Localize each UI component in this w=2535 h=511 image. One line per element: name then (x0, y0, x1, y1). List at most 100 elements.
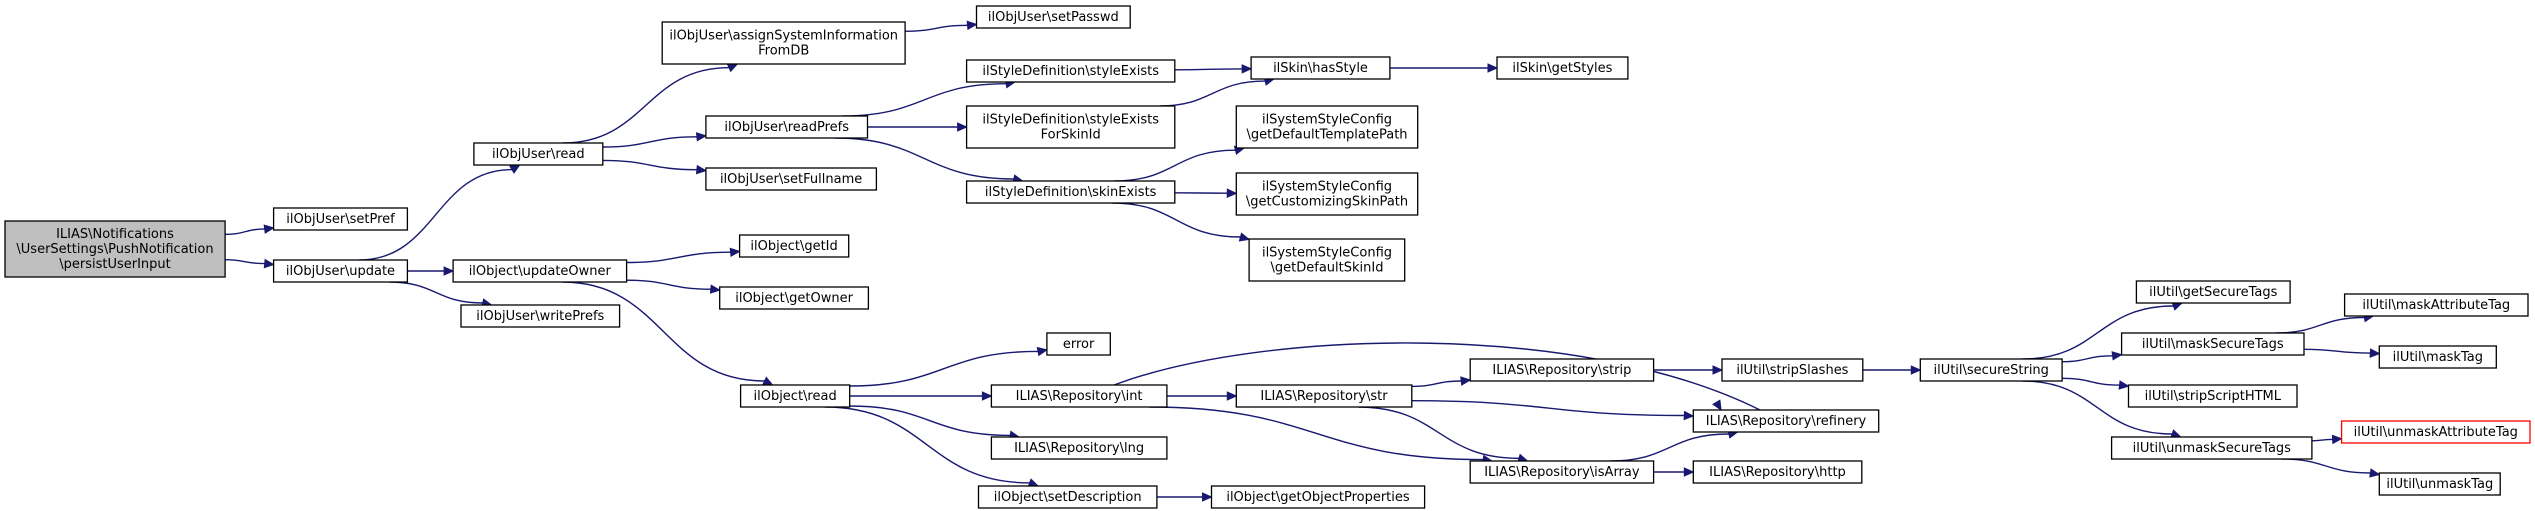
node-hasStyle[interactable]: ilSkin\hasStyle (1250, 56, 1391, 80)
edge-update-to-writePrefs (389, 281, 493, 308)
node-maskSecureTags[interactable]: ilUtil\maskSecureTags (2120, 332, 2305, 356)
node-getId[interactable]: ilObject\getId (738, 234, 850, 258)
node-unmaskSecureTags[interactable]: ilUtil\unmaskSecureTags (2110, 436, 2313, 460)
node-label: error (1063, 337, 1095, 352)
node-readPrefs[interactable]: ilObjUser\readPrefs (705, 115, 869, 139)
node-update[interactable]: ilObjUser\update (272, 259, 409, 283)
node-repoStr[interactable]: ILIAS\Repository\str (1235, 384, 1413, 408)
node-maskTag[interactable]: ilUtil\maskTag (2378, 345, 2497, 369)
node-box (977, 485, 1158, 509)
node-label: ilUtil\maskTag (2393, 350, 2483, 365)
node-repoRefinery[interactable]: ILIAS\Repository\refinery (1692, 409, 1880, 433)
edge-line (2311, 438, 2333, 442)
edge-hasStyle-to-getStyles (1389, 63, 1499, 73)
node-error[interactable]: error (1046, 332, 1111, 356)
node-repoStrip[interactable]: ILIAS\Repository\strip (1469, 358, 1655, 382)
node-box (2378, 345, 2497, 369)
node-box (1692, 460, 1863, 484)
node-styleExists[interactable]: ilStyleDefinition\styleExists (965, 59, 1176, 83)
node-box (1235, 105, 1419, 149)
node-box (738, 234, 850, 258)
node-label: ILIAS\Repository\strip (1492, 363, 1631, 378)
node-label: \UserSettings\PushNotification (16, 242, 213, 257)
edge-line (824, 406, 1030, 484)
node-skinExists[interactable]: ilStyleDefinition\skinExists (965, 180, 1176, 204)
edge-line (389, 281, 483, 304)
edge-line (1112, 202, 1241, 238)
node-box (739, 384, 851, 408)
arrowhead (1036, 346, 1049, 357)
arrowhead (1487, 63, 1499, 73)
node-label: \getDefaultTemplatePath (1246, 128, 1407, 143)
edge-line (1114, 149, 1236, 182)
node-unmaskAttributeTag[interactable]: ilUtil\unmaskAttributeTag (2340, 420, 2531, 444)
node-label: ilObjUser\setFullname (720, 172, 862, 187)
node-updateOwner[interactable]: ilObject\updateOwner (452, 259, 628, 283)
edge-maskSecureTags-to-maskTag (2303, 348, 2381, 358)
edge-update-to-updateOwner (407, 266, 455, 276)
edge-skinExists-to-getDefaultSkinId (1112, 202, 1251, 242)
node-getOwner[interactable]: ilObject\getOwner (719, 286, 870, 310)
node-secureString[interactable]: ilUtil\secureString (1919, 358, 2063, 382)
edge-objRead-to-repoLng (849, 405, 1021, 440)
edge-secureString-to-getSecureTags (2022, 301, 2184, 360)
node-objRead[interactable]: ilObject\read (739, 384, 851, 408)
arrowhead (762, 376, 774, 386)
edge-line (1358, 406, 1519, 459)
edge-repoStrip-to-stripSlashes (1653, 365, 1724, 375)
node-label: ilUtil\secureString (1933, 363, 2048, 378)
node-setDescription[interactable]: ilObject\setDescription (977, 485, 1158, 509)
edge-unmaskSecureTags-to-unmaskAttributeTag (2311, 434, 2343, 445)
node-box (460, 304, 621, 328)
node-box (661, 21, 906, 65)
node-getObjectProperties[interactable]: ilObject\getObjectProperties (1210, 485, 1426, 509)
node-repoLng[interactable]: ILIAS\Repository\lng (990, 436, 1168, 460)
node-box (1046, 332, 1111, 356)
edge-repoInt-to-repoIsArray (1148, 406, 1494, 465)
node-box (1235, 384, 1413, 408)
node-getDefaultSkinId[interactable]: ilSystemStyleConfig\getDefaultSkinId (1248, 238, 1406, 282)
edge-line (1174, 68, 1243, 71)
node-box (1210, 485, 1426, 509)
node-setPasswd[interactable]: ilObjUser\setPasswd (975, 5, 1131, 29)
node-getCustomizingSkinPath[interactable]: ilSystemStyleConfig\getCustomizingSkinPa… (1235, 172, 1419, 216)
node-box (1496, 56, 1629, 80)
arrowhead (1226, 188, 1238, 198)
node-getDefaultTemplatePath[interactable]: ilSystemStyleConfig\getDefaultTemplatePa… (1235, 105, 1419, 149)
edge-read-to-setFullname (602, 159, 708, 175)
arrowhead (2118, 380, 2130, 390)
node-maskAttributeTag[interactable]: ilUtil\maskAttributeTag (2343, 293, 2529, 317)
node-repoIsArray[interactable]: ILIAS\Repository\isArray (1469, 460, 1655, 484)
node-label: ilObjUser\writePrefs (476, 309, 604, 324)
node-box (1469, 460, 1655, 484)
node-box (705, 167, 878, 191)
edge-readPrefs-to-styleExistsForSkin (867, 122, 968, 132)
node-unmaskTag[interactable]: ilUtil\unmaskTag (2378, 472, 2501, 496)
arrowhead (966, 20, 978, 31)
node-setPref[interactable]: ilObjUser\setPref (272, 207, 409, 231)
arrowhead (263, 258, 275, 269)
edge-line (2062, 355, 2113, 363)
node-root[interactable]: ILIAS\Notifications\UserSettings\PushNot… (4, 220, 226, 278)
node-box (1692, 409, 1880, 433)
node-label: ilSystemStyleConfig (1262, 246, 1392, 261)
arrowhead (981, 391, 993, 401)
node-box (1469, 358, 1655, 382)
node-getSecureTags[interactable]: ilUtil\getSecureTags (2135, 280, 2291, 304)
node-label: ilObjUser\setPref (286, 212, 395, 227)
node-label: ilUtil\unmaskTag (2386, 477, 2493, 492)
node-stripSlashes[interactable]: ilUtil\stripSlashes (1721, 358, 1864, 382)
node-stripScriptHTML[interactable]: ilUtil\stripScriptHTML (2127, 384, 2298, 408)
node-box (1248, 238, 1406, 282)
node-read[interactable]: ilObjUser\read (473, 142, 604, 166)
node-getStyles[interactable]: ilSkin\getStyles (1496, 56, 1629, 80)
node-box (719, 286, 870, 310)
node-label: ILIAS\Repository\int (1016, 389, 1143, 404)
node-writePrefs[interactable]: ilObjUser\writePrefs (460, 304, 621, 328)
node-repoInt[interactable]: ILIAS\Repository\int (990, 384, 1168, 408)
edge-read-to-readPrefs (602, 132, 708, 148)
node-repoHttp[interactable]: ILIAS\Repository\http (1692, 460, 1863, 484)
node-setFullname[interactable]: ilObjUser\setFullname (705, 167, 878, 191)
